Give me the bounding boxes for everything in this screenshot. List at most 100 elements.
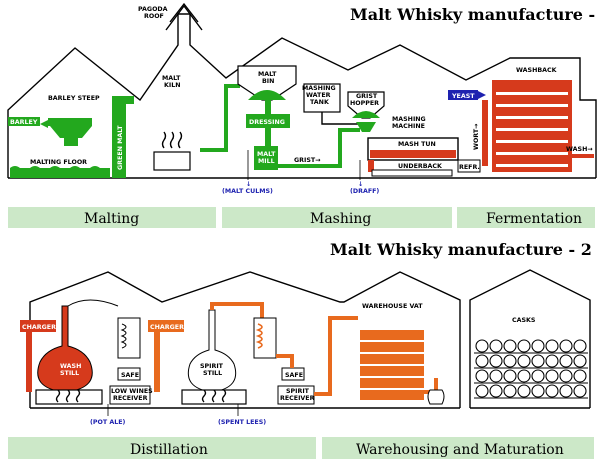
title-part1: Malt Whisky manufacture - 1 (350, 5, 600, 24)
kiln-to-bin-pipe (200, 84, 240, 152)
charger-1-box (20, 320, 56, 332)
label-malt-kiln-l1: MALT (162, 75, 181, 82)
title-part2: Malt Whisky manufacture - 2 (330, 240, 592, 259)
wash-still-lyne-arm (67, 299, 119, 307)
spirit-lyne-arm (210, 302, 264, 320)
label-grist-hopper-l2: HOPPER (350, 100, 379, 107)
malting-floor-heap (10, 166, 110, 170)
kiln-smoke-icon-3 (177, 131, 183, 149)
band-fermentation (457, 207, 595, 228)
label-malt-kiln-l2: KILN (164, 82, 181, 89)
band-fermentation-label: Fermentation (486, 211, 582, 227)
label-mash-tun: MASH TUN (398, 141, 436, 148)
band-distillation (8, 437, 316, 459)
label-safe-1: SAFE (121, 372, 139, 379)
malt-mill-box (254, 146, 278, 170)
label-pot-ale: (POT ALE) (90, 419, 126, 426)
label-mashing-water-l3: TANK (310, 99, 330, 106)
cask-rows (474, 339, 588, 399)
label-mashing-water-l1: MASHING (302, 85, 336, 92)
cask-icon (489, 384, 503, 398)
grist-pipe (278, 128, 360, 168)
barley-arrow-icon (40, 120, 48, 128)
label-yeast: YEAST (451, 93, 475, 100)
band-warehousing-label: Warehousing and Maturation (356, 442, 564, 458)
label-washback: WASHBACK (516, 67, 558, 74)
label-wash-still-l2: STILL (60, 370, 79, 377)
label-underback: UNDERBACK (398, 163, 443, 170)
label-safe-2: SAFE (285, 372, 303, 379)
label-dressing: DRESSING (249, 119, 285, 126)
label-spent-lees: (SPENT LEES) (218, 419, 266, 426)
cask-icon (475, 384, 489, 398)
label-grist: GRIST→ (294, 157, 320, 164)
spirit-flame-icon-2 (211, 389, 217, 403)
kiln-smoke-icon-2 (169, 131, 175, 149)
kiln-smoke-icon (161, 131, 167, 149)
label-malt-culms: (MALT CULMS) (222, 188, 273, 195)
wash-flame-icon-2 (65, 389, 71, 403)
band-malting (8, 207, 216, 228)
spirit-to-vat-pipe (314, 316, 358, 396)
label-wort: WORT→ (473, 124, 480, 150)
condenser-1-coil (120, 323, 127, 349)
steep-vessel (48, 118, 92, 138)
dressing-box (246, 114, 290, 128)
label-pagoda-l1: PAGODA (138, 6, 168, 13)
cask-icon (545, 339, 559, 353)
malt-bin-heap (248, 90, 286, 100)
label-mashing-machine-l1: MASHING (392, 116, 426, 123)
label-malt-mill-l2: MILL (258, 158, 275, 165)
label-malt-bin-l1: MALT (258, 71, 277, 78)
safe-1 (117, 367, 141, 381)
cask-icon (573, 339, 587, 353)
cask-icon (573, 369, 587, 383)
band-malting-label: Malting (84, 211, 139, 227)
yeast-arrow-icon (478, 91, 486, 99)
label-refr: REFR. (459, 164, 480, 171)
green-malt-elevator (112, 100, 126, 178)
label-charger-1: CHARGER (22, 324, 56, 331)
band-warehousing (322, 437, 594, 459)
label-draff: (DRAFF) (350, 188, 379, 195)
condenser-2-coil (255, 323, 263, 349)
band-mashing-label: Mashing (310, 211, 371, 227)
label-casks: CASKS (512, 317, 536, 324)
cask-icon (517, 339, 531, 353)
spirit-flame-icon-3 (221, 389, 227, 403)
label-barley: BARLEY (10, 119, 38, 126)
cask-icon (545, 354, 559, 368)
label-malting-floor: MALTING FLOOR (30, 159, 87, 166)
spirit-flame-icon (201, 389, 207, 403)
wash-flame-icon-3 (75, 389, 81, 403)
cask-icon (503, 339, 517, 353)
draff-arrow-icon: ↓ (358, 181, 363, 188)
cask-icon (503, 354, 517, 368)
label-wash: WASH→ (566, 146, 593, 153)
vat-cask-icon (427, 389, 445, 405)
mash-outlet (368, 160, 374, 172)
condenser-safe-pipe (276, 354, 294, 368)
warehouse-vat (360, 330, 424, 400)
cask-icon (489, 339, 503, 353)
wash-still (37, 305, 93, 393)
label-warehouse-vat: WAREHOUSE VAT (362, 303, 423, 310)
malting-floor-bed (10, 168, 110, 178)
barley-box (8, 117, 40, 126)
label-charger-2: CHARGER (150, 324, 184, 331)
yeast-box (448, 90, 478, 100)
cask-icon (517, 354, 531, 368)
water-pipe (321, 112, 368, 125)
label-spirit-receiver-l2: RECEIVER (280, 395, 315, 402)
cask-icon (531, 339, 545, 353)
cask-icon (503, 384, 517, 398)
charger-2-pipe (154, 332, 160, 392)
